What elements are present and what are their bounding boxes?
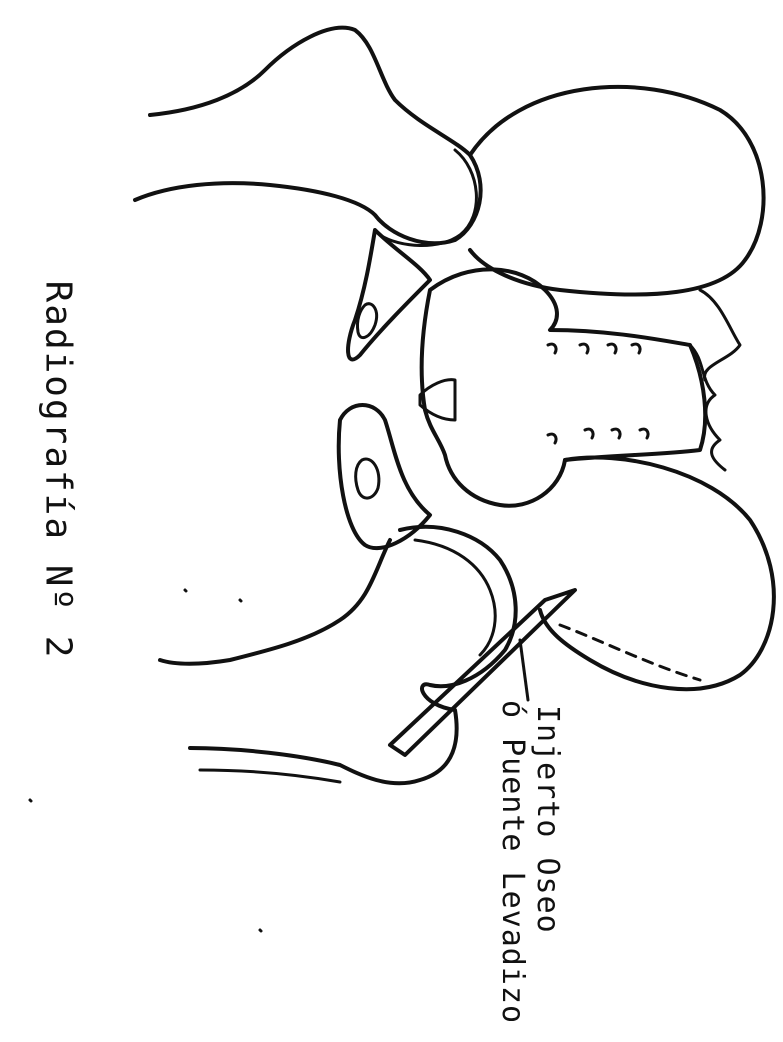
femur-neck-lower: [160, 540, 390, 664]
femur-upper: [135, 28, 481, 243]
graft-pointer-line: [520, 640, 528, 700]
figure-title: Radiografía Nº 2: [38, 260, 79, 680]
iliac-wing-lower: [540, 458, 774, 690]
iliac-wing-upper: [470, 87, 764, 295]
iliac-crest-upper: [700, 290, 740, 380]
annotation-line-2: ó Puente Levadizo: [495, 700, 530, 1024]
acetabulum-lower: [415, 540, 495, 655]
obturator-foramen-upper: [357, 304, 376, 338]
obturator-foramen-lower: [356, 459, 379, 498]
annotation-line-1: Injerto Oseo: [530, 705, 565, 934]
sacrum: [422, 269, 705, 505]
obturator-upper: [348, 230, 430, 360]
sacral-foramina: [548, 344, 648, 443]
femur-lower: [190, 527, 516, 783]
femur-shaft-lower-inner: [200, 770, 340, 782]
